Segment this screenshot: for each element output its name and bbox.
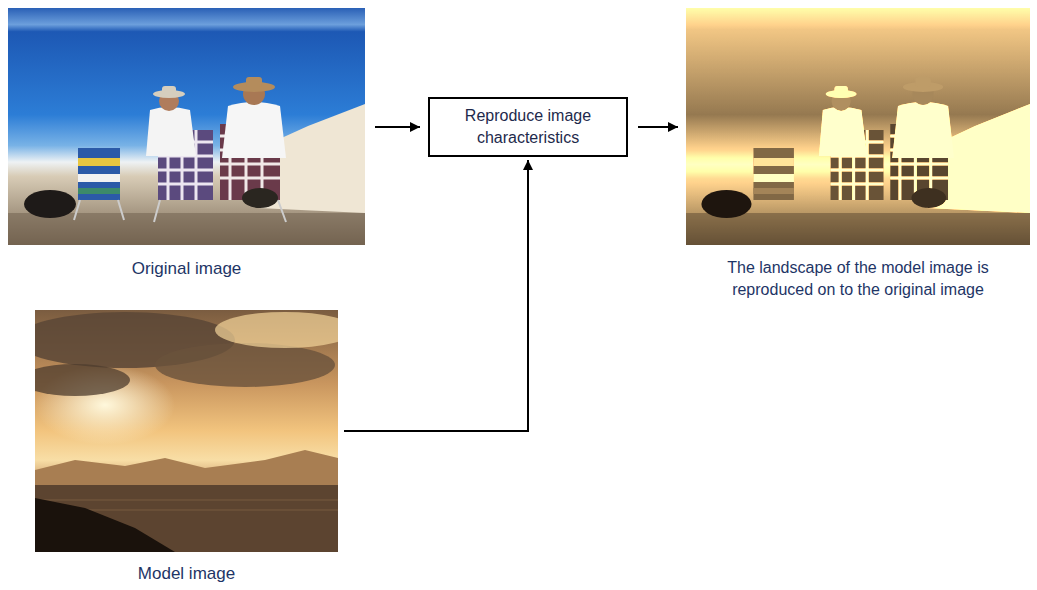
flow-arrow <box>375 126 420 128</box>
result-image: The landscape of the model image is repr… <box>686 8 1030 245</box>
image-caption: The landscape of the model image is repr… <box>686 257 1030 302</box>
source-image: Original image <box>8 8 365 245</box>
process-box: Reproduce image characteristics <box>428 97 628 157</box>
box-label: Reproduce image characteristics <box>440 105 616 148</box>
beach-photo <box>8 8 365 245</box>
flow-arrow <box>638 126 678 128</box>
image-caption: Original image <box>8 257 365 281</box>
sepia-beach-photo <box>686 8 1030 245</box>
flow-arrow <box>344 160 528 431</box>
model-image: Model image <box>35 310 338 552</box>
image-caption: Model image <box>35 562 338 586</box>
sunset-landscape-photo <box>35 310 338 552</box>
